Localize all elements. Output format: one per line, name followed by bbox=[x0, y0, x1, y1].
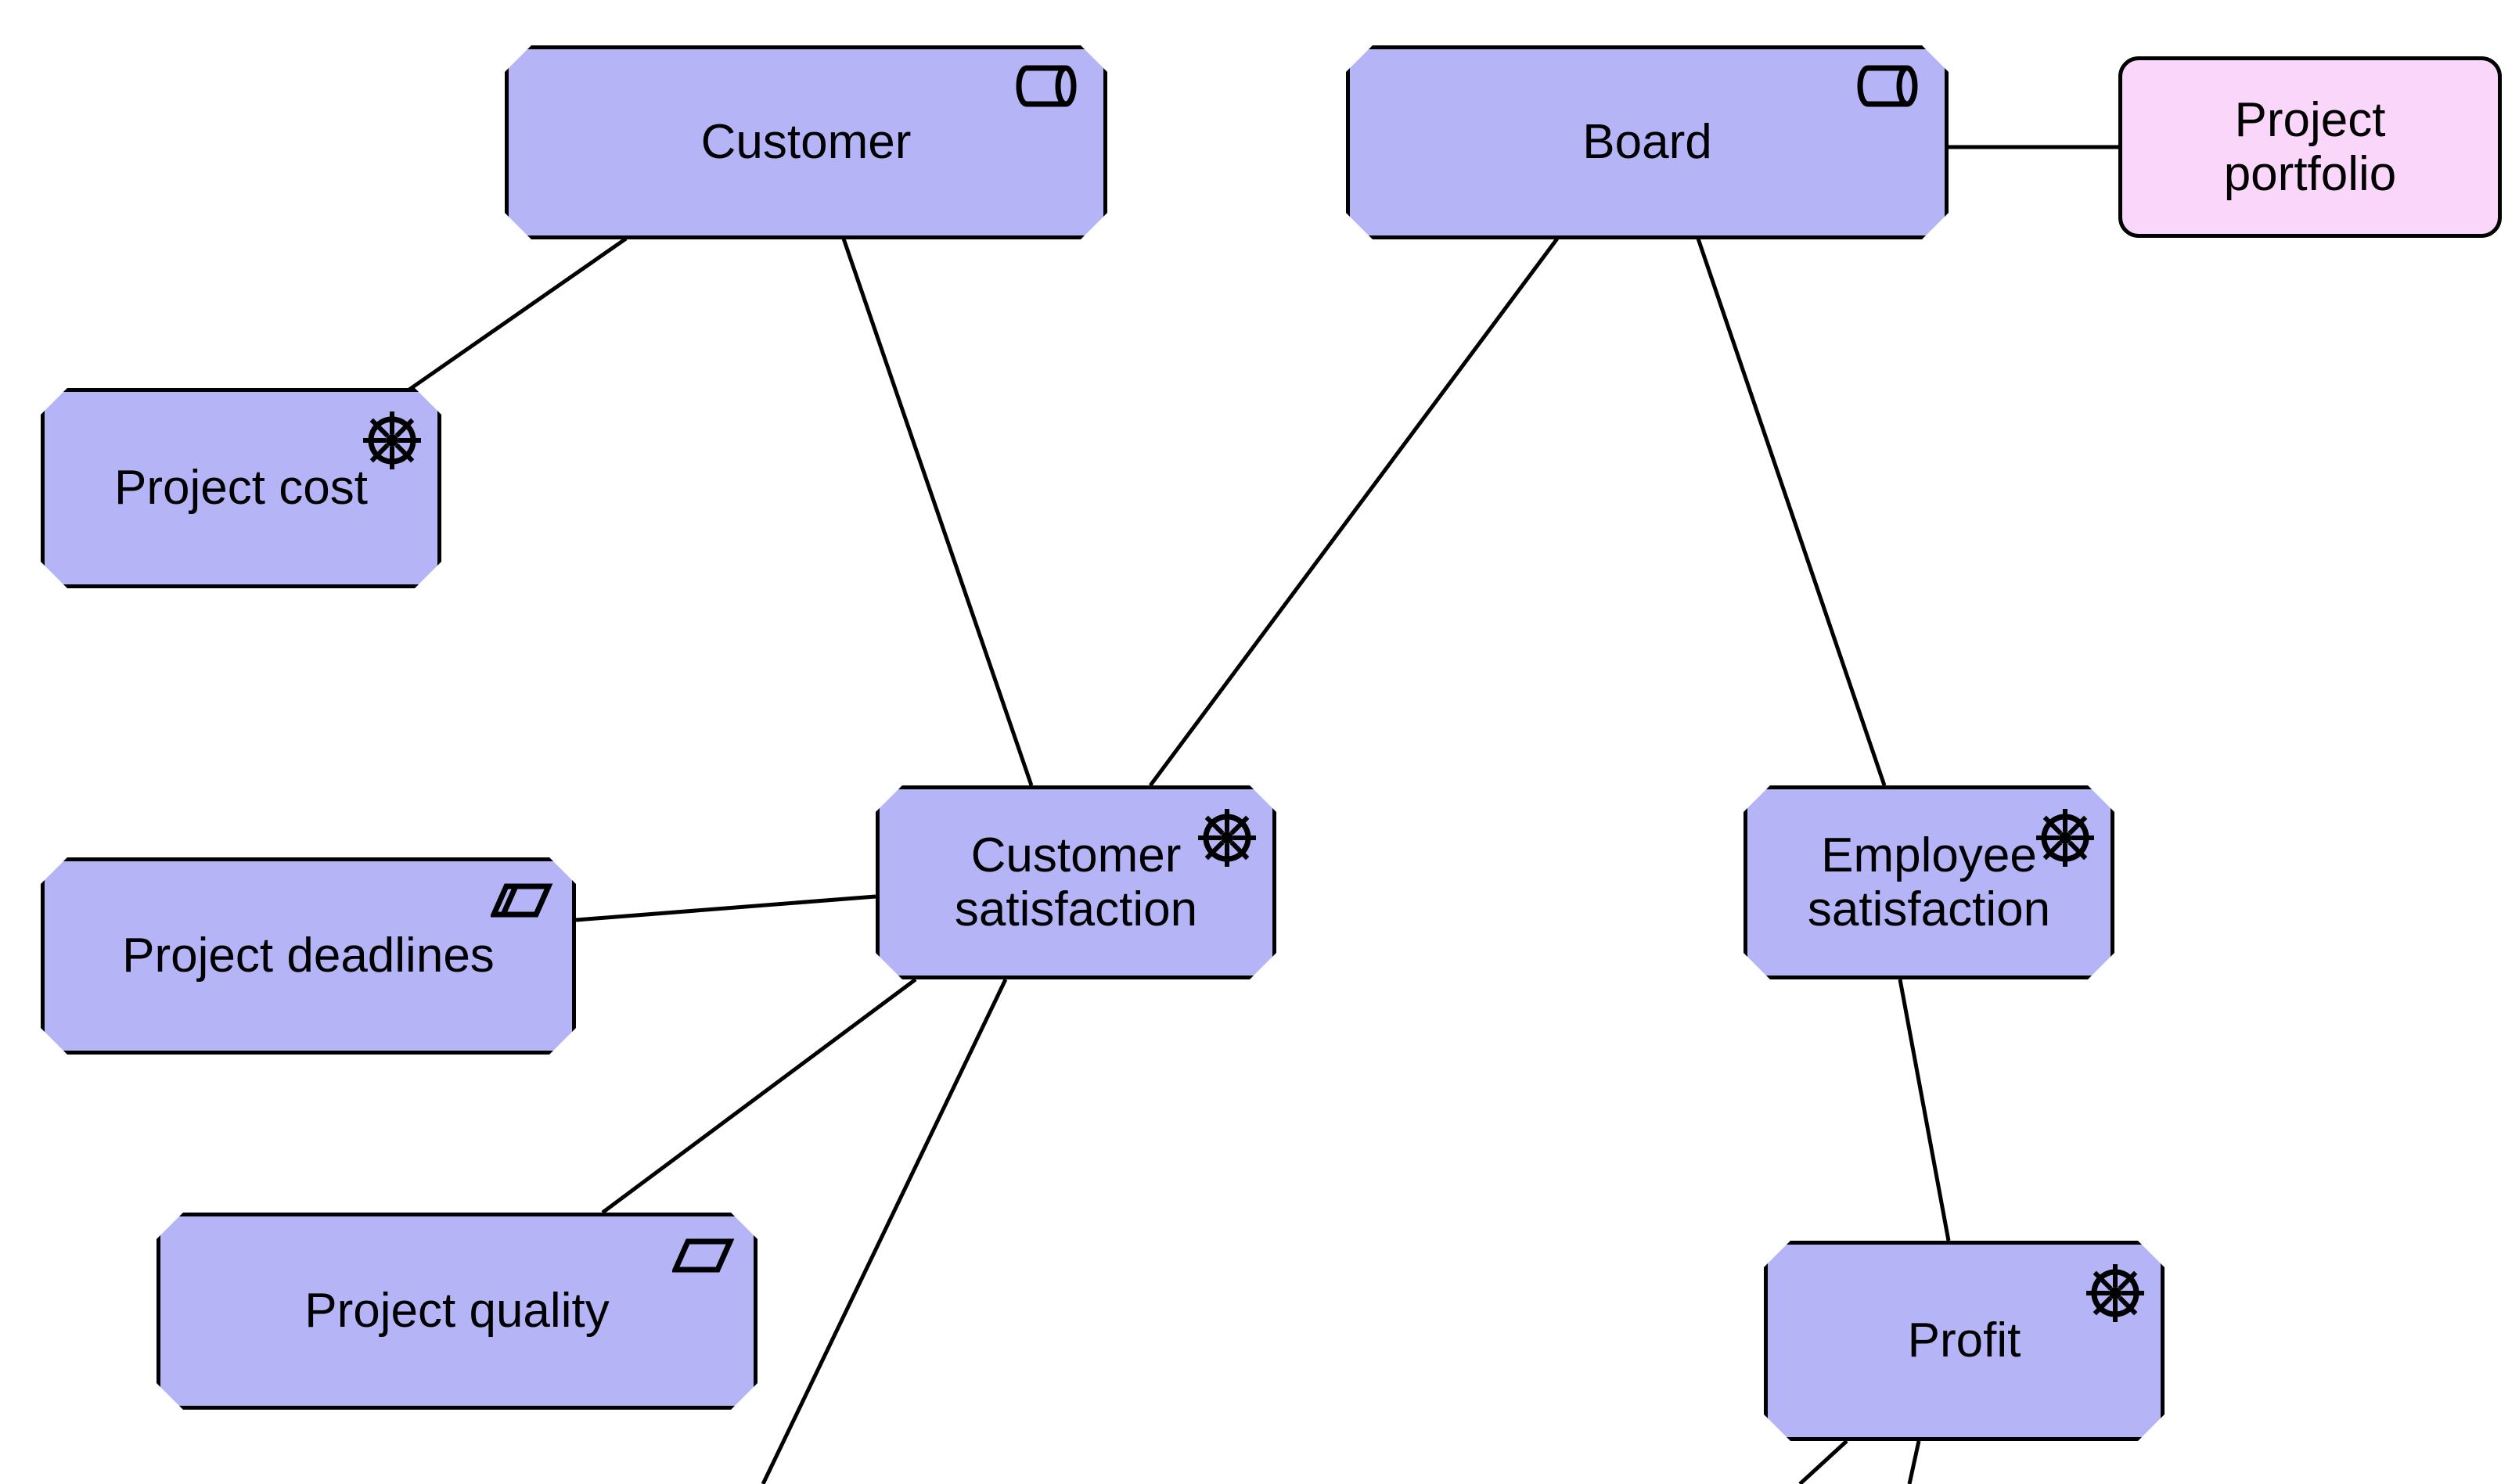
edge-customer-projectcost[interactable] bbox=[405, 236, 628, 393]
edge-customersat-projectquality[interactable] bbox=[601, 977, 917, 1215]
node-label-profit: Profit bbox=[1907, 1313, 2021, 1368]
node-profit[interactable]: Profit bbox=[1764, 1241, 2165, 1441]
node-project-quality[interactable]: Project quality bbox=[157, 1213, 757, 1410]
edge-customer-customersat[interactable] bbox=[841, 238, 1034, 786]
edge-board-employeesat[interactable] bbox=[1696, 238, 1887, 786]
node-project-deadlines[interactable]: Project deadlines bbox=[41, 857, 576, 1055]
requirement-icon bbox=[672, 1237, 735, 1274]
role-icon bbox=[1857, 65, 1924, 107]
edge-deadlines-customersat[interactable] bbox=[575, 894, 876, 922]
edge-profit-offscreen-right[interactable] bbox=[1907, 1440, 1921, 1484]
node-label-project-portfolio: Project portfolio bbox=[2223, 92, 2397, 201]
node-project-cost[interactable]: Project cost bbox=[41, 388, 441, 588]
edge-employeesat-profit[interactable] bbox=[1898, 979, 1951, 1241]
node-employee-satisfaction[interactable]: Employee satisfaction bbox=[1744, 785, 2114, 979]
node-label-project-cost: Project cost bbox=[114, 461, 368, 516]
constraint-icon bbox=[491, 882, 553, 919]
node-label-board: Board bbox=[1582, 115, 1712, 170]
node-customer-satisfaction[interactable]: Customer satisfaction bbox=[876, 785, 1276, 979]
role-icon bbox=[1016, 65, 1083, 107]
edge-customersat-offscreen[interactable] bbox=[761, 978, 1008, 1484]
node-label-project-deadlines: Project deadlines bbox=[122, 929, 495, 983]
node-label-employee-satisfaction: Employee satisfaction bbox=[1807, 828, 2051, 936]
edge-profit-offscreen-left[interactable] bbox=[1798, 1439, 1848, 1484]
node-label-customer: Customer bbox=[700, 115, 912, 170]
node-label-customer-satisfaction: Customer satisfaction bbox=[954, 828, 1198, 936]
node-label-project-quality: Project quality bbox=[304, 1284, 610, 1338]
node-project-portfolio[interactable]: Project portfolio bbox=[2118, 56, 2502, 238]
node-board[interactable]: Board bbox=[1346, 45, 1949, 239]
edge-board-customersat[interactable] bbox=[1148, 237, 1560, 787]
node-customer[interactable]: Customer bbox=[505, 45, 1107, 239]
